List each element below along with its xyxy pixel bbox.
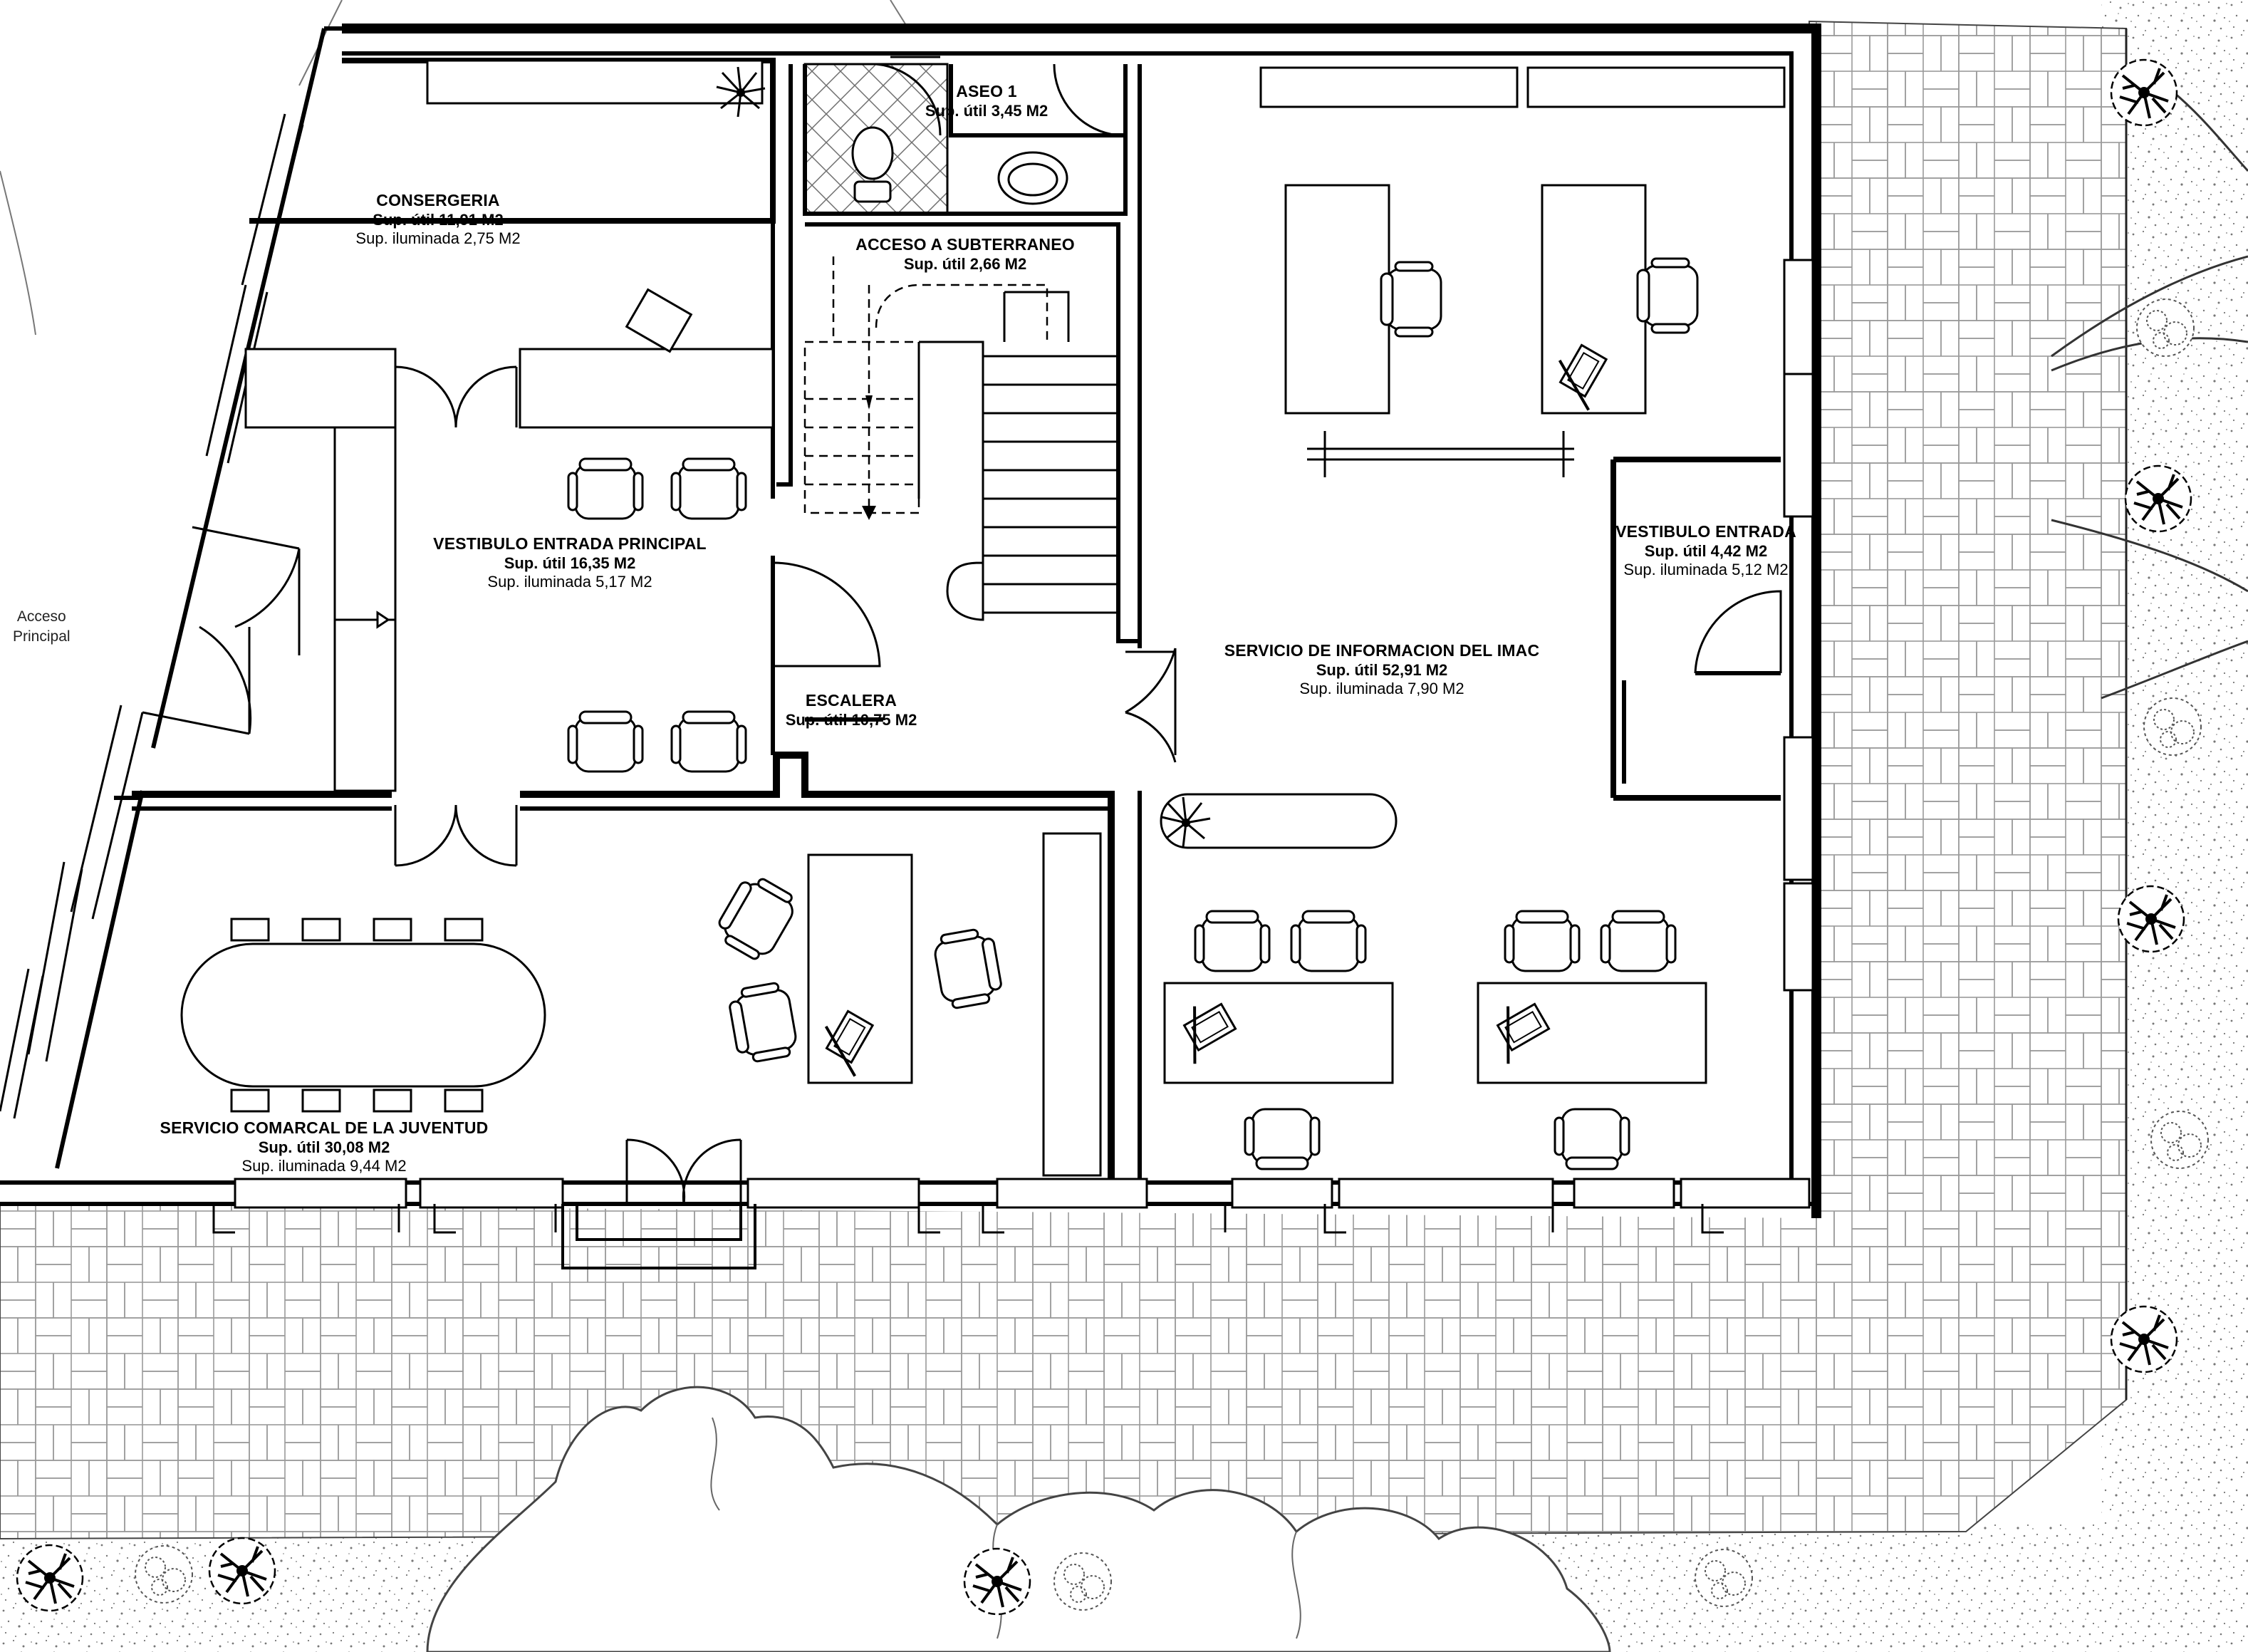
chair-imac-1 <box>1380 261 1442 338</box>
stair-dashed <box>803 256 1048 514</box>
room-lit-area: Sup. iluminada 9,44 M2 <box>241 1156 407 1175</box>
tree-canopy-outline <box>426 1386 1611 1652</box>
room-label-vestibulo-principal: VESTIBULO ENTRADA PRINCIPAL Sup. útil 16… <box>433 534 707 591</box>
room-name: VESTIBULO ENTRADA PRINCIPAL <box>433 534 707 553</box>
walls <box>0 24 1821 1218</box>
chair-vestibulo-3 <box>567 710 644 773</box>
room-label-consergeria: CONSERGERIA Sup. útil 11,91 M2 Sup. ilum… <box>355 191 520 248</box>
access-label: Acceso Principal <box>13 607 71 648</box>
chair-imac-8 <box>1554 1108 1630 1170</box>
room-name: ESCALERA <box>805 691 897 710</box>
consergeria-furniture <box>244 59 774 429</box>
room-area: Sup. útil 4,42 M2 <box>1644 541 1768 560</box>
chair-imac-2 <box>1636 257 1699 334</box>
room-lit-area: Sup. iluminada 7,90 M2 <box>1299 679 1464 697</box>
chair-imac-5 <box>1504 910 1581 972</box>
left-windows <box>0 113 304 1119</box>
imac-rail <box>1307 431 1574 477</box>
room-area: Sup. útil 3,45 M2 <box>925 101 1048 120</box>
room-area: Sup. útil 2,66 M2 <box>903 254 1027 273</box>
stair-arrow <box>862 395 876 520</box>
chair-imac-7 <box>1244 1108 1321 1170</box>
room-area: Sup. útil 10,75 M2 <box>785 710 917 729</box>
access-line-1: Acceso <box>16 608 66 625</box>
room-area: Sup. útil 52,91 M2 <box>1316 660 1448 679</box>
main-entrance-door <box>142 526 301 735</box>
right-windows <box>1783 259 1814 992</box>
room-area: Sup. útil 16,35 M2 <box>504 554 636 572</box>
juventud-shelf <box>1042 832 1102 1177</box>
room-label-escalera: ESCALERA Sup. útil 10,75 M2 <box>786 691 917 729</box>
room-lit-area: Sup. iluminada 2,75 M2 <box>355 229 521 247</box>
room-name: SERVICIO DE INFORMACION DEL IMAC <box>1224 641 1540 660</box>
room-name: ASEO 1 <box>956 82 1017 100</box>
aseo-fixtures <box>851 126 1068 205</box>
chair-imac-6 <box>1600 910 1677 972</box>
room-area: Sup. útil 11,91 M2 <box>373 210 504 229</box>
room-name: CONSERGERIA <box>376 191 500 209</box>
chair-vestibulo-1 <box>567 457 644 520</box>
access-line-2: Principal <box>13 628 71 645</box>
room-name: VESTIBULO ENTRADA <box>1615 522 1796 541</box>
room-label-vestibulo-entrada: VESTIBULO ENTRADA Sup. útil 4,42 M2 Sup.… <box>1615 522 1796 579</box>
meeting-chairs <box>230 918 484 1113</box>
room-lit-area: Sup. iluminada 5,17 M2 <box>487 572 652 591</box>
juventud-desk <box>807 853 913 1084</box>
bottom-windows <box>234 1178 1811 1209</box>
room-name: ACCESO A SUBTERRANEO <box>855 235 1075 254</box>
chair-imac-4 <box>1290 910 1367 972</box>
vestibulo-furniture <box>333 426 397 792</box>
room-area: Sup. útil 30,08 M2 <box>258 1138 390 1156</box>
door-swings <box>394 56 1782 1205</box>
chair-imac-3 <box>1194 910 1271 972</box>
chair-vestibulo-4 <box>670 710 747 773</box>
chair-vestibulo-2 <box>670 457 747 520</box>
room-name: SERVICIO COMARCAL DE LA JUVENTUD <box>160 1118 489 1137</box>
bottom-sills <box>212 1204 1724 1234</box>
room-label-aseo: ASEO 1 Sup. útil 3,45 M2 <box>925 82 1048 120</box>
room-lit-area: Sup. iluminada 5,12 M2 <box>1623 560 1789 578</box>
room-label-servicio-juventud: SERVICIO COMARCAL DE LA JUVENTUD Sup. út… <box>160 1118 489 1175</box>
entrance-porch <box>561 1204 756 1269</box>
meeting-table <box>180 942 546 1088</box>
room-label-acceso-subterraneo: ACCESO A SUBTERRANEO Sup. útil 2,66 M2 <box>855 235 1075 274</box>
room-label-servicio-imac: SERVICIO DE INFORMACION DEL IMAC Sup. út… <box>1224 641 1540 698</box>
